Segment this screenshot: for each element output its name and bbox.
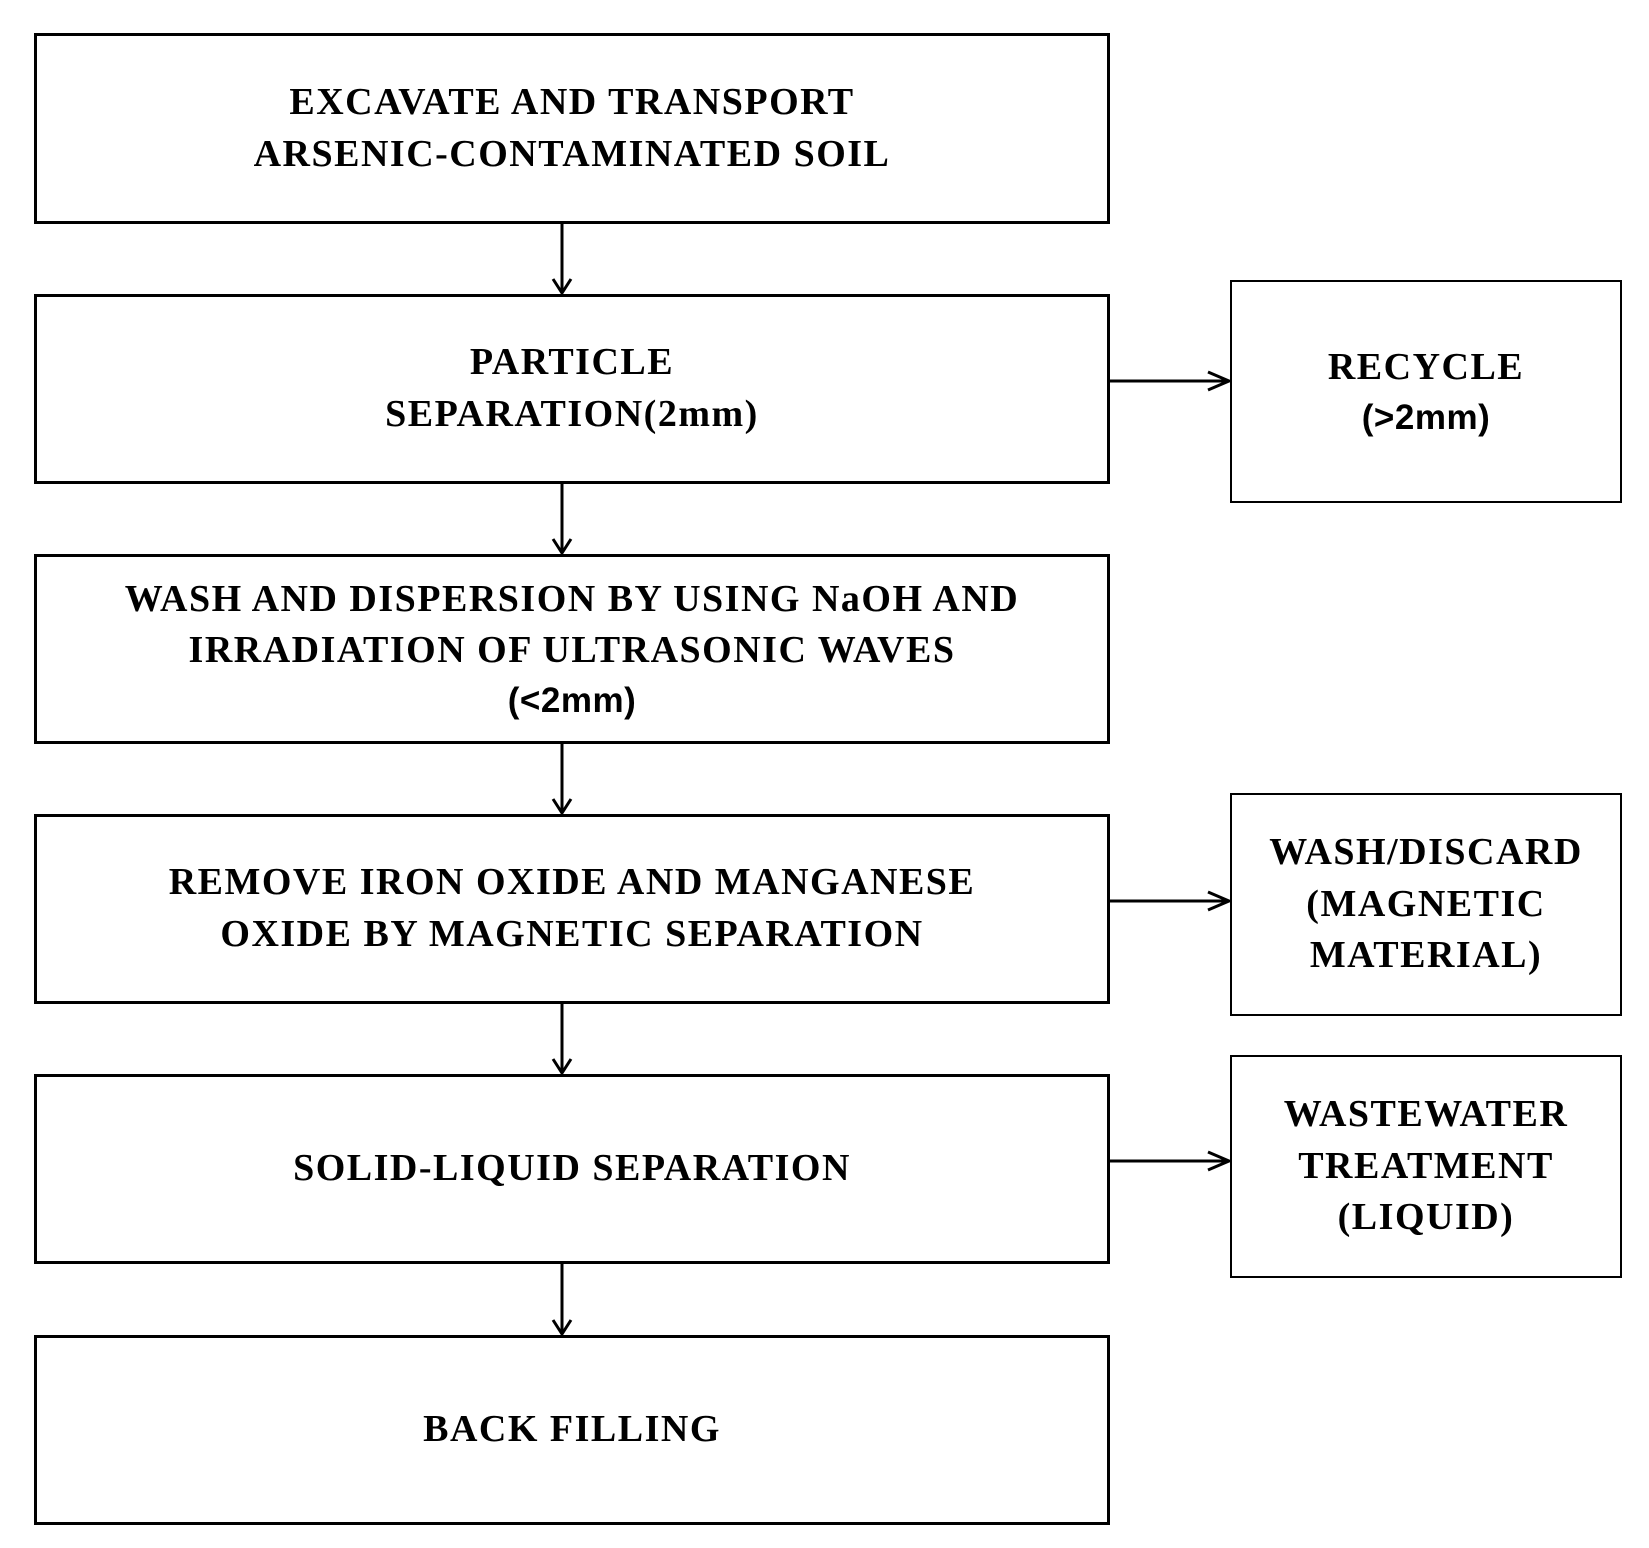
- step-label-line: PARTICLE: [470, 337, 674, 389]
- output-box-wash-discard: WASH/DISCARD (MAGNETIC MATERIAL): [1230, 793, 1622, 1016]
- output-label-line: WASH/DISCARD: [1269, 827, 1583, 879]
- output-label-line: (>2mm): [1362, 394, 1490, 442]
- step-box-solid-liquid-separation: SOLID-LIQUID SEPARATION: [34, 1074, 1110, 1264]
- step-label-line: OXIDE BY MAGNETIC SEPARATION: [220, 909, 923, 961]
- step-label-line: SEPARATION(2mm): [385, 389, 759, 441]
- output-label-line: TREATMENT: [1298, 1141, 1554, 1193]
- step-label-line: REMOVE IRON OXIDE AND MANGANESE: [169, 857, 976, 909]
- step-label-line: (<2mm): [508, 677, 636, 725]
- output-box-wastewater-treatment: WASTEWATER TREATMENT (LIQUID): [1230, 1055, 1622, 1278]
- output-box-recycle: RECYCLE (>2mm): [1230, 280, 1622, 503]
- step-label-line: SOLID-LIQUID SEPARATION: [293, 1143, 851, 1195]
- step-label-line: IRRADIATION OF ULTRASONIC WAVES: [189, 625, 956, 677]
- output-label-line: WASTEWATER: [1284, 1089, 1569, 1141]
- output-label-line: (LIQUID): [1338, 1192, 1515, 1244]
- step-label-line: EXCAVATE AND TRANSPORT: [289, 77, 854, 129]
- step-label-line: WASH AND DISPERSION BY USING NaOH AND: [125, 574, 1019, 626]
- step-box-particle-separation: PARTICLE SEPARATION(2mm): [34, 294, 1110, 484]
- step-box-back-filling: BACK FILLING: [34, 1335, 1110, 1525]
- step-label-line: BACK FILLING: [423, 1404, 721, 1456]
- step-box-magnetic-separation: REMOVE IRON OXIDE AND MANGANESE OXIDE BY…: [34, 814, 1110, 1004]
- step-label-line: ARSENIC-CONTAMINATED SOIL: [254, 129, 891, 181]
- output-label-line: MATERIAL): [1310, 930, 1542, 982]
- output-label-line: (MAGNETIC: [1306, 879, 1545, 931]
- output-label-line: RECYCLE: [1328, 342, 1524, 394]
- step-box-excavate: EXCAVATE AND TRANSPORT ARSENIC-CONTAMINA…: [34, 33, 1110, 224]
- step-box-wash-dispersion: WASH AND DISPERSION BY USING NaOH AND IR…: [34, 554, 1110, 744]
